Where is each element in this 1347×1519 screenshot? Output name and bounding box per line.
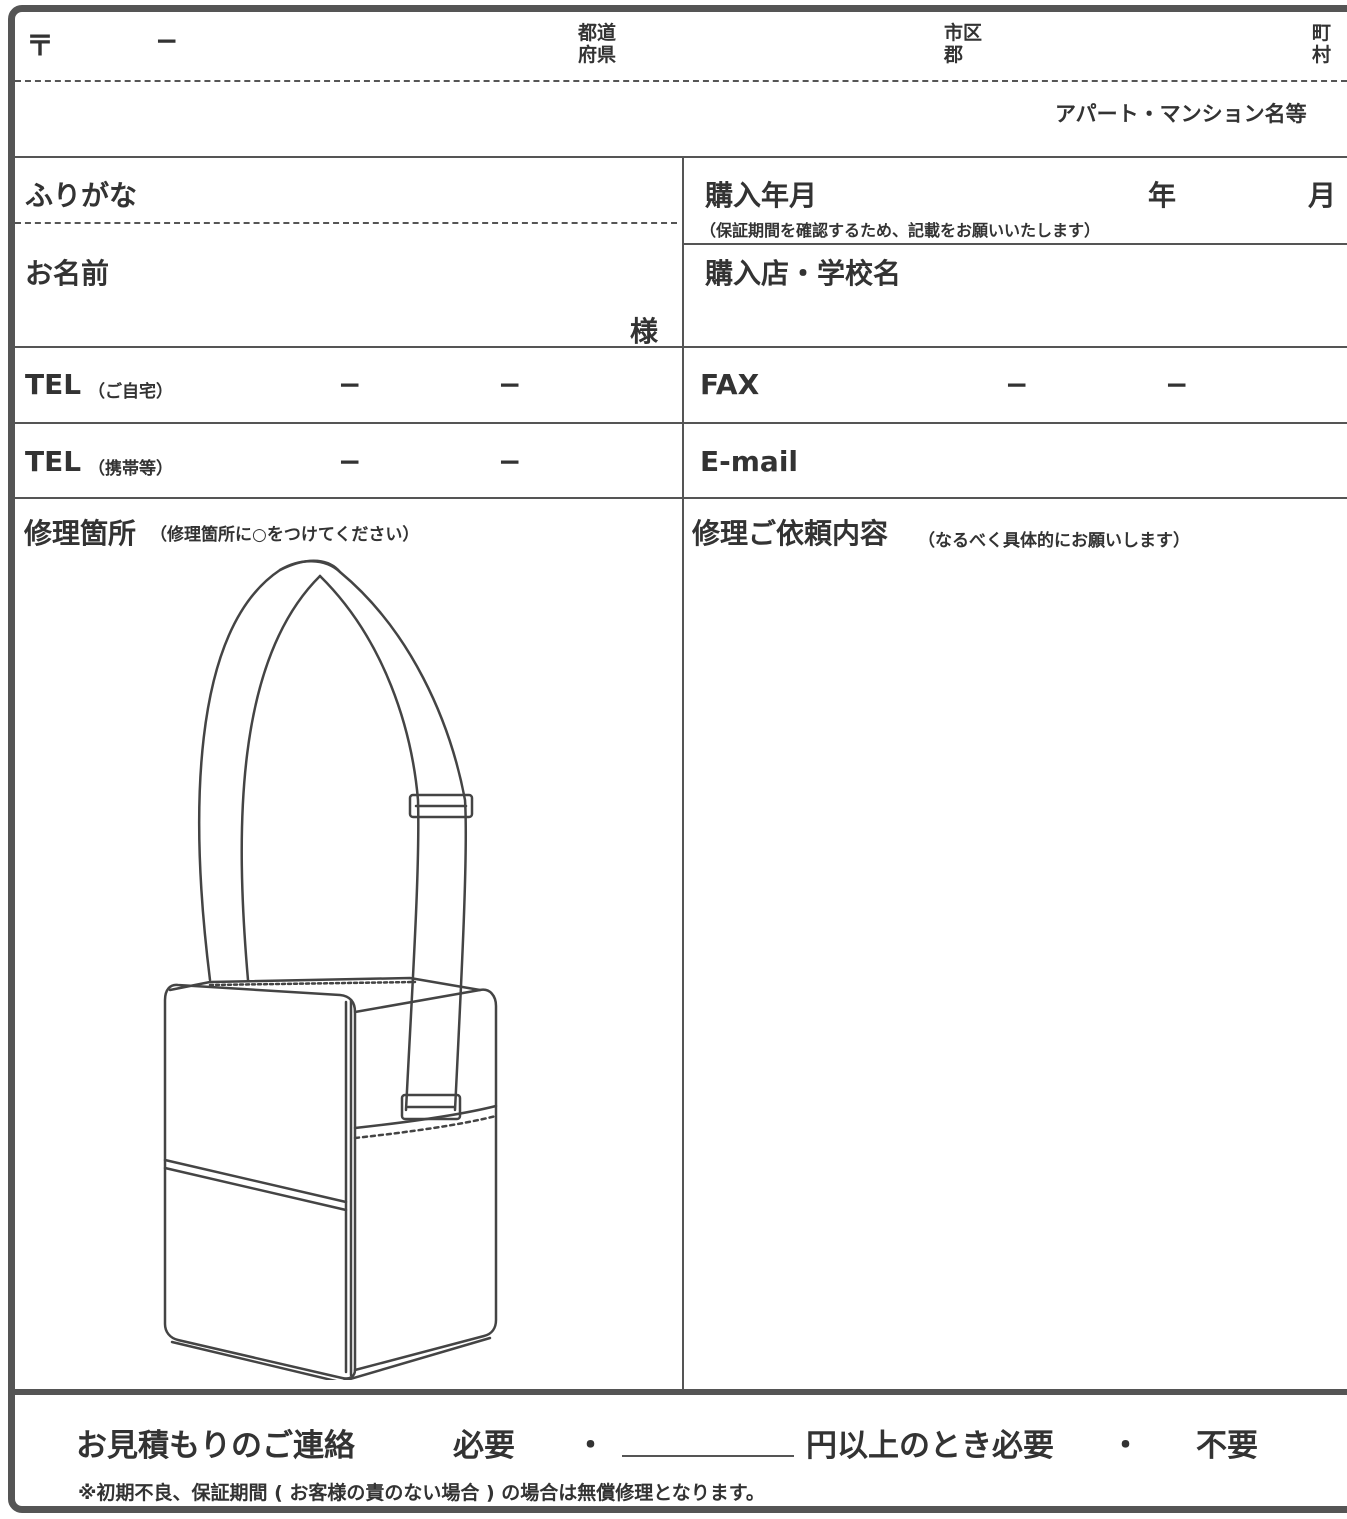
bag-side xyxy=(353,988,498,1372)
repair-request-label: 修理ご依頼内容 xyxy=(692,517,889,550)
purchase-month-field[interactable] xyxy=(1185,168,1305,214)
tel-home-note: （ご自宅） xyxy=(88,382,173,402)
estimate-footnote: ※初期不良、保証期間 ( お客様の責のない場合 ) の場合は無償修理となります。 xyxy=(78,1482,765,1504)
section-divider-4 xyxy=(15,497,1347,499)
bag-pocket xyxy=(163,1158,348,1204)
fax-field[interactable] xyxy=(780,355,1340,415)
repair-location-note: （修理箇所に○をつけてください） xyxy=(150,525,420,545)
fax-dash-1: − xyxy=(1005,368,1029,401)
honorific-label: 様 xyxy=(630,315,659,348)
year-label: 年 xyxy=(1148,179,1177,212)
buckle-upper xyxy=(408,793,474,819)
form-frame xyxy=(8,5,1347,1513)
purchase-year-field[interactable] xyxy=(850,168,1140,214)
town-field[interactable] xyxy=(1000,18,1300,68)
furigana-field[interactable] xyxy=(170,166,670,216)
email-label: E-mail xyxy=(700,445,799,478)
strap-right-inner xyxy=(318,574,420,1112)
postal-mark: 〒 xyxy=(26,29,55,62)
estimate-separator-2: ・ xyxy=(1110,1428,1141,1464)
tel-mobile-note: （携帯等） xyxy=(88,459,173,479)
estimate-divider xyxy=(13,1389,1347,1395)
estimate-separator-1: ・ xyxy=(575,1428,606,1464)
strap-outer xyxy=(197,560,342,982)
purchase-date-label: 購入年月 xyxy=(705,179,818,212)
bag-illustration[interactable] xyxy=(150,550,510,1380)
tel-mobile-dash-1: − xyxy=(338,445,362,478)
fax-label: FAX xyxy=(700,368,760,401)
section-divider-3 xyxy=(15,422,1347,424)
estimate-option-required[interactable]: 必要 xyxy=(453,1428,515,1464)
strap-inner xyxy=(240,574,322,982)
estimate-label: お見積もりのご連絡 xyxy=(76,1428,355,1464)
prefecture-label: 都道 府県 xyxy=(578,22,617,66)
postal-code-field[interactable] xyxy=(180,18,570,68)
name-label: お名前 xyxy=(25,257,110,290)
furigana-label: ふりがな xyxy=(25,179,138,212)
city-label: 市区 郡 xyxy=(944,22,983,66)
repair-location-label: 修理箇所 xyxy=(24,517,137,550)
bag-front xyxy=(163,983,357,1380)
store-field[interactable] xyxy=(700,292,1340,344)
tel-home-dash-2: − xyxy=(498,368,522,401)
estimate-amount-field[interactable] xyxy=(622,1425,794,1457)
strap-top xyxy=(278,559,342,574)
tel-mobile-field[interactable] xyxy=(190,430,670,490)
city-field[interactable] xyxy=(640,18,940,68)
section-divider xyxy=(15,156,1347,158)
month-label: 月 xyxy=(1308,179,1337,212)
section-divider-2 xyxy=(15,346,1347,348)
fax-dash-2: − xyxy=(1165,368,1189,401)
purchase-divider xyxy=(683,243,1347,245)
estimate-option-not-required[interactable]: 不要 xyxy=(1196,1428,1258,1464)
building-label: アパート・マンション名等 xyxy=(1055,102,1307,126)
tel-home-field[interactable] xyxy=(190,355,670,415)
column-divider xyxy=(682,157,684,1390)
tel-home-dash-1: − xyxy=(338,368,362,401)
town-label: 町 村 xyxy=(1312,22,1332,66)
store-label: 購入店・学校名 xyxy=(705,257,902,290)
postal-dash: − xyxy=(155,24,179,57)
repair-request-note: （なるべく具体的にお願いします） xyxy=(918,531,1190,551)
tel-mobile-dash-2: − xyxy=(498,445,522,478)
address-divider xyxy=(15,80,1347,82)
estimate-option-threshold[interactable]: 円以上のとき必要 xyxy=(806,1428,1054,1464)
purchase-date-note: （保証期間を確認するため、記載をお願いいたします） xyxy=(700,221,1101,240)
strap-right-outer xyxy=(338,570,468,1112)
tel-home-label: TEL xyxy=(25,368,82,401)
building-field[interactable] xyxy=(20,86,1040,152)
furigana-divider xyxy=(15,222,677,224)
name-field[interactable] xyxy=(25,290,615,344)
tel-mobile-label: TEL xyxy=(25,445,82,478)
email-field[interactable] xyxy=(815,430,1340,490)
repair-request-field[interactable] xyxy=(692,560,1337,1380)
